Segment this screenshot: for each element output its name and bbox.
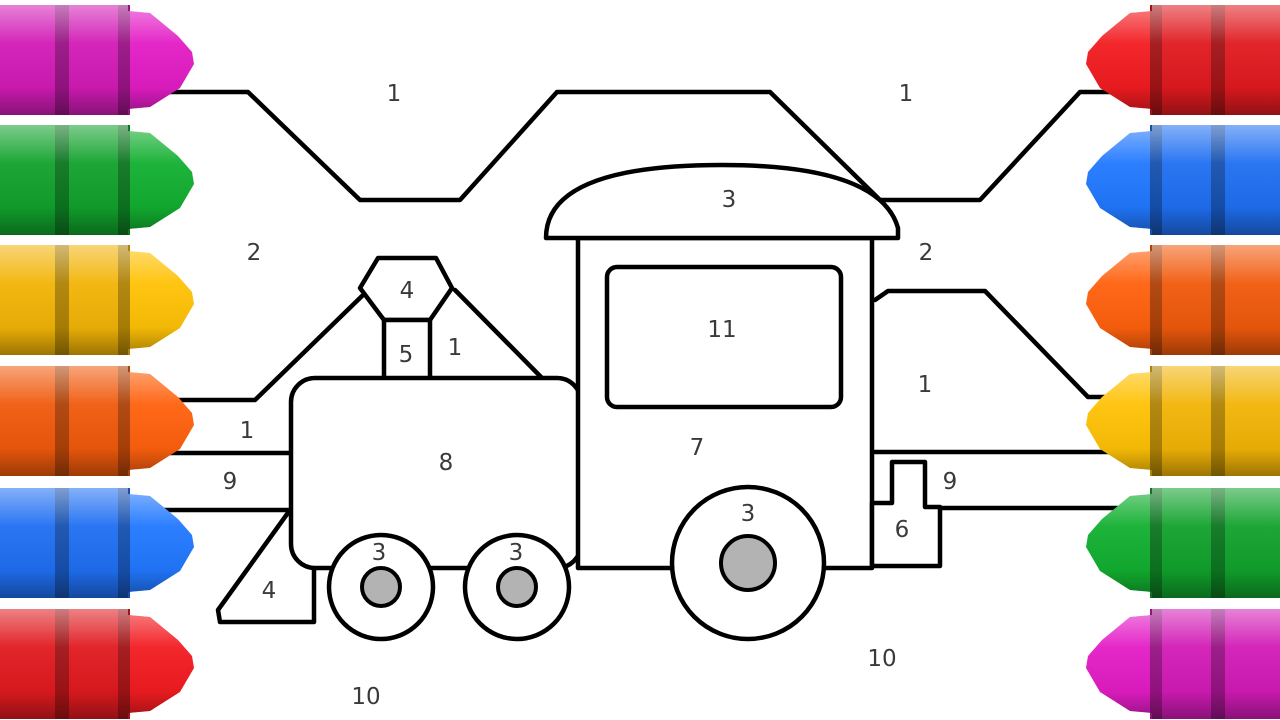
number-sky-right: 1 [899,81,914,107]
crayon-icon [1086,245,1280,355]
crayon-stack-left [0,5,194,719]
crayon-icon [1086,488,1280,598]
number-rail-right: 9 [943,469,958,495]
crayon-shine [0,609,194,719]
crayon-shine [0,366,194,476]
number-cab: 7 [690,435,705,461]
crayon-icon [1086,609,1280,719]
rear-buffer [869,459,943,569]
number-sky-behind-chimney: 1 [448,335,463,361]
cab-roof [543,162,901,241]
crayon-shine [0,245,194,355]
number-boiler: 8 [439,450,454,476]
number-cab-roof: 3 [722,187,737,213]
region-numbers: 1 1 2 2 3 4 5 1 11 1 1 8 7 9 9 4 6 3 3 3… [223,81,958,710]
wheel-middle-hub [496,566,538,608]
crayon-shine [0,488,194,598]
train [215,162,943,642]
number-sky-far-right: 1 [918,372,933,398]
crayon-shine [1086,366,1280,476]
wheel-big-hub [719,534,777,592]
hill-line-right-lower [872,288,1123,400]
smokestack [381,317,433,383]
number-ground-left: 10 [351,684,380,710]
hill-line-chimney-slope [452,287,545,381]
number-wheel-middle: 3 [509,540,524,566]
number-smokestack: 5 [399,342,414,368]
crayon-shine [1086,488,1280,598]
rails [152,449,1123,513]
number-rail-left: 9 [223,469,238,495]
number-hill-left: 2 [247,240,262,266]
crayon-icon [0,245,194,355]
crayon-icon [0,366,194,476]
crayon-stack-right [1086,5,1280,719]
number-smokestack-top: 4 [400,278,415,304]
number-wheel-front: 3 [372,540,387,566]
number-hill-right: 2 [919,240,934,266]
crayon-icon [0,5,194,115]
number-buffer: 6 [895,517,910,543]
number-sky-far-left: 1 [240,418,255,444]
crayon-shine [1086,609,1280,719]
crayon-shine [0,5,194,115]
crayon-shine [1086,5,1280,115]
hill-line-left-lower [152,293,365,403]
crayon-icon [0,125,194,235]
wheel-front-hub [360,566,402,608]
number-sky-left: 1 [387,81,402,107]
crayon-icon [1086,366,1280,476]
crayon-icon [0,609,194,719]
crayon-icon [0,488,194,598]
crayon-icon [1086,5,1280,115]
number-ground-right: 10 [867,646,896,672]
hill-outlines [152,89,1123,403]
cab-window [604,264,844,410]
number-cowcatcher: 4 [262,578,277,604]
number-wheel-big: 3 [741,501,756,527]
number-cab-window: 11 [707,317,736,343]
crayon-shine [1086,245,1280,355]
crayon-icon [1086,125,1280,235]
crayon-shine [0,125,194,235]
hill-line-top [152,89,1123,203]
crayon-shine [1086,125,1280,235]
